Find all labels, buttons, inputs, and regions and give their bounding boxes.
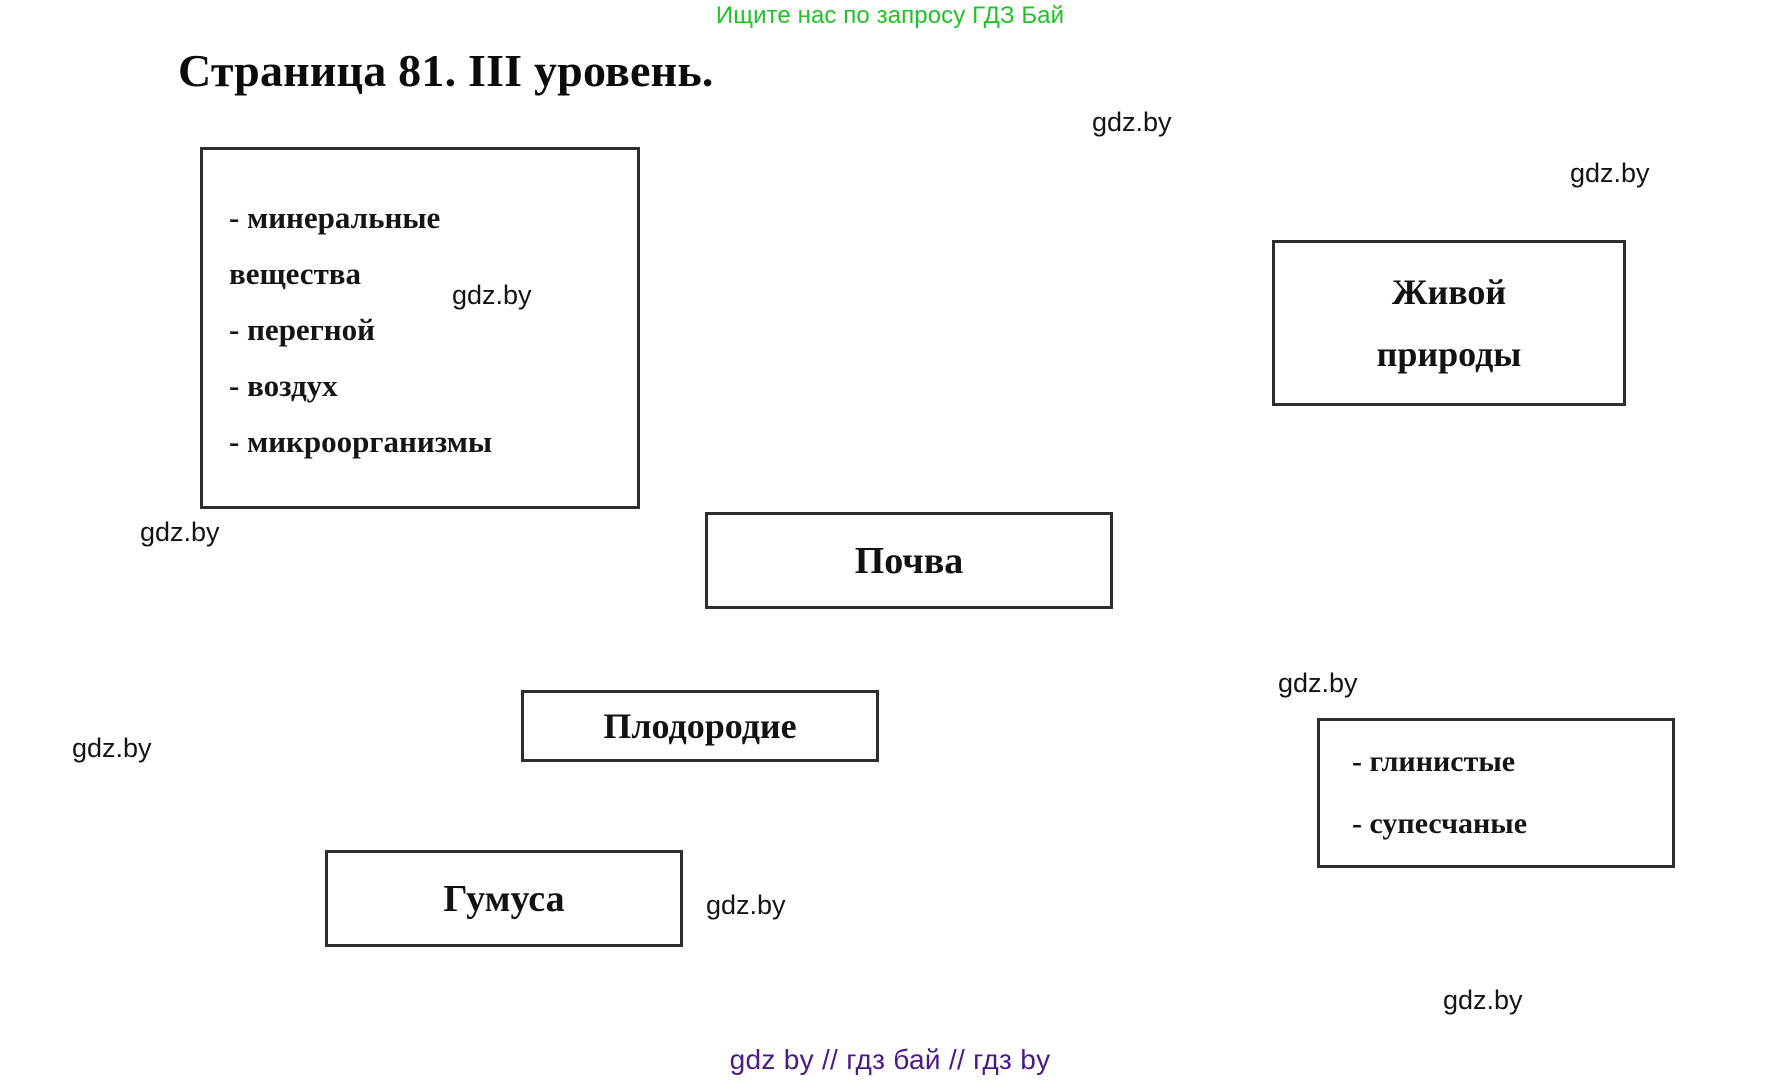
box-content: Гумуса (328, 853, 680, 944)
diagram-box-living-nature: Живой природы (1272, 240, 1626, 406)
diagram-box-fertility: Плодородие (521, 690, 879, 762)
watermark: gdz.by (452, 280, 532, 310)
living-nature-line-2: природы (1376, 334, 1522, 374)
components-list: - минеральные вещества - перегной - возд… (203, 186, 637, 470)
box-content: - глинистые - супесчаные (1320, 721, 1672, 865)
box-content: Плодородие (524, 693, 876, 759)
watermark: gdz.by (1278, 668, 1358, 698)
promo-banner-text: Ищите нас по запросу ГДЗ Бай (715, 2, 1065, 29)
footer-branding-text: gdz by // гдз бай // гдз by (729, 1044, 1051, 1075)
watermark: gdz.by (140, 517, 220, 547)
list-item: - супесчаные (1352, 807, 1528, 840)
soil-types-list: - глинистые - супесчаные (1320, 731, 1672, 855)
list-item: - воздух (229, 368, 338, 403)
watermark: gdz.by (706, 890, 786, 920)
soil-label: Почва (854, 539, 964, 582)
humus-label: Гумуса (443, 877, 565, 920)
box-content: - минеральные вещества - перегной - возд… (203, 150, 637, 506)
living-nature-line-1: Живой (1391, 272, 1507, 312)
list-item: - перегной (229, 312, 375, 347)
fertility-label: Плодородие (603, 706, 797, 746)
list-item: - микроорганизмы (229, 424, 493, 459)
watermark: gdz.by (72, 733, 152, 763)
diagram-box-soil-types: - глинистые - супесчаные (1317, 718, 1675, 868)
diagram-box-components: - минеральные вещества - перегной - возд… (200, 147, 640, 509)
box-content: Живой природы (1275, 243, 1623, 403)
box-content: Почва (708, 515, 1110, 606)
diagram-box-humus: Гумуса (325, 850, 683, 947)
list-item: - глинистые (1352, 745, 1516, 778)
watermark: gdz.by (1443, 985, 1523, 1015)
list-item: - минеральные вещества (229, 200, 441, 291)
diagram-box-soil: Почва (705, 512, 1113, 609)
page-title: Страница 81. III уровень. (178, 45, 714, 96)
watermark: gdz.by (1092, 107, 1172, 137)
watermark: gdz.by (1570, 158, 1650, 188)
